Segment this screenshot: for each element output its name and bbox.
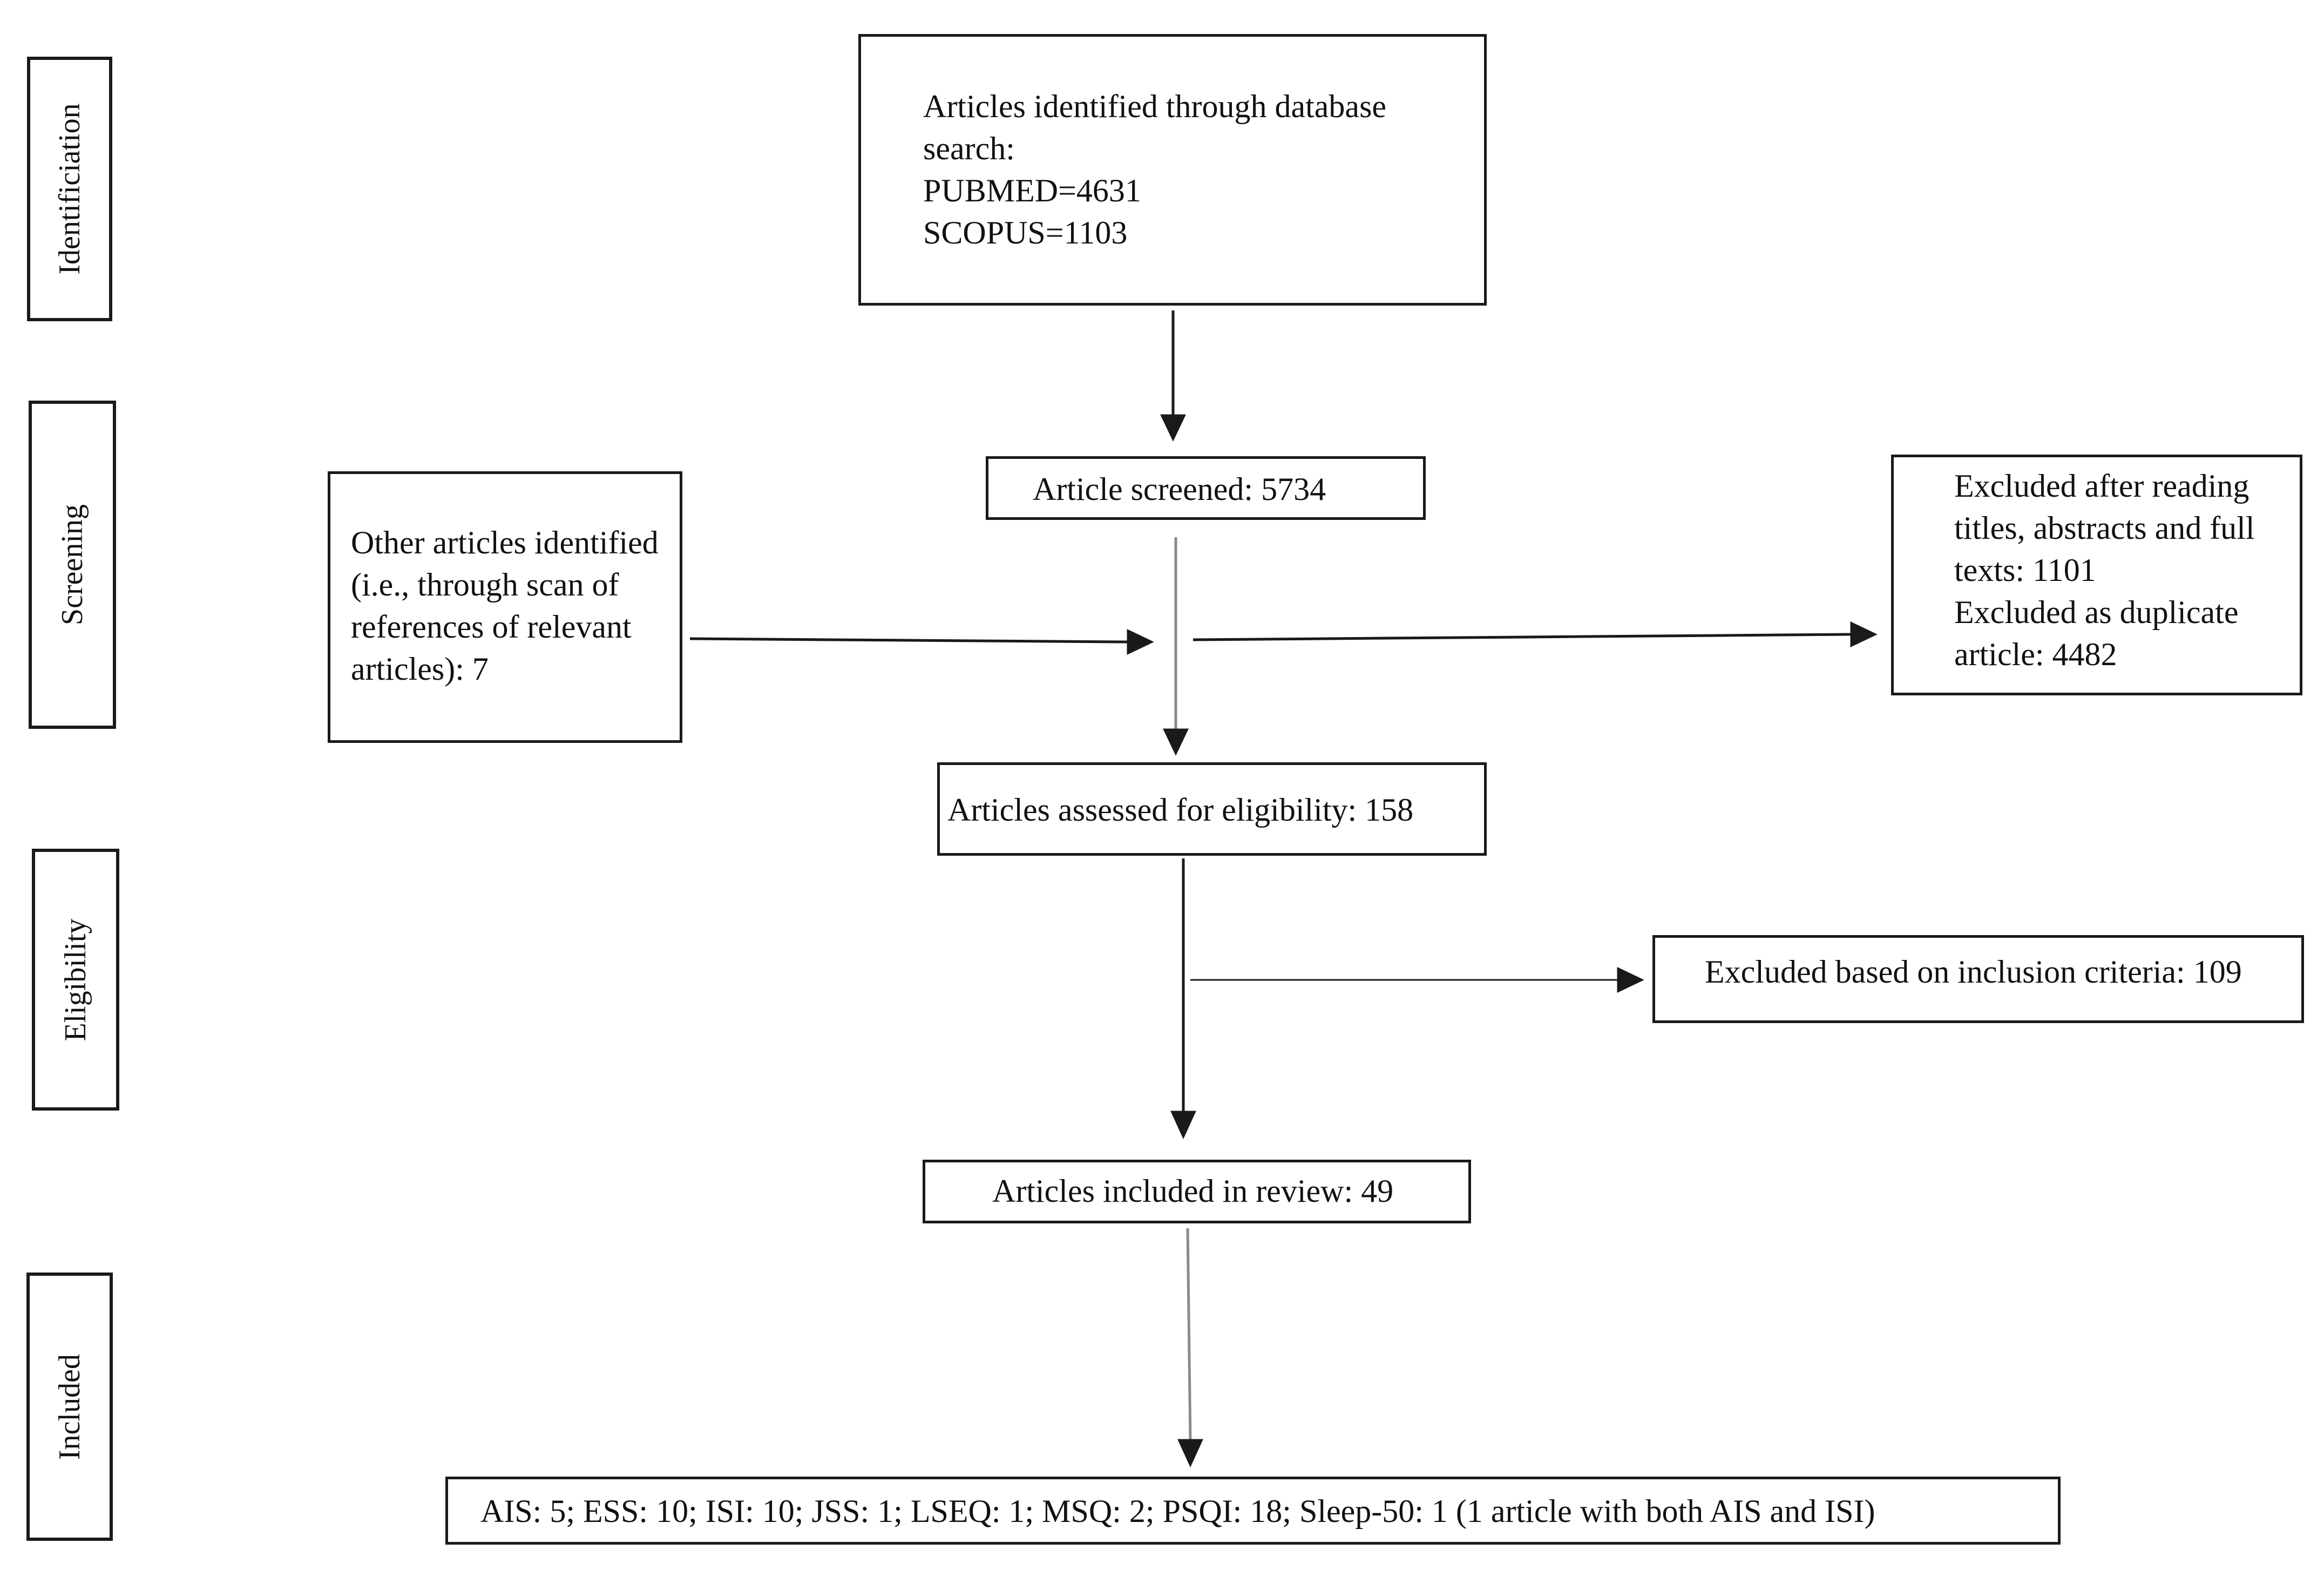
- text-line: Excluded based on inclusion criteria: 10…: [1705, 954, 2242, 990]
- screened-text: Article screened: 5734: [1033, 468, 1326, 510]
- text-line: AIS: 5; ESS: 10; ISI: 10; JSS: 1; LSEQ: …: [480, 1493, 1875, 1529]
- included-review-text: Articles included in review: 49: [992, 1170, 1393, 1212]
- text-line: SCOPUS=1103: [923, 215, 1128, 251]
- arrowhead-icon: [1163, 728, 1189, 756]
- arrowhead-icon: [1127, 629, 1154, 655]
- eligibility-box: Articles assessed for eligibility: 158: [937, 762, 1487, 856]
- instruments-box: AIS: 5; ESS: 10; ISI: 10; JSS: 1; LSEQ: …: [445, 1477, 2061, 1545]
- instruments-text: AIS: 5; ESS: 10; ISI: 10; JSS: 1; LSEQ: …: [480, 1490, 1875, 1532]
- text-line: Articles identified through database: [923, 89, 1387, 124]
- arrowhead-icon: [1177, 1439, 1203, 1468]
- arrowhead-icon: [1850, 621, 1878, 647]
- text-line: Excluded as duplicate: [1954, 594, 2239, 630]
- other-articles-box: Other articles identified (i.e., through…: [328, 471, 682, 743]
- text-line: Excluded after reading: [1954, 468, 2250, 504]
- stage-eligibility: Eligibility: [32, 849, 119, 1111]
- text-line: (i.e., through scan of: [351, 567, 619, 603]
- text-line: titles, abstracts and full: [1954, 510, 2255, 546]
- text-line: Article screened: 5734: [1033, 471, 1326, 507]
- excluded-inclusion-box: Excluded based on inclusion criteria: 10…: [1652, 935, 2304, 1023]
- text-line: PUBMED=4631: [923, 173, 1141, 208]
- text-line: texts: 1101: [1954, 552, 2096, 588]
- arrowhead-icon: [1160, 414, 1186, 442]
- text-line: Articles included in review: 49: [992, 1173, 1394, 1209]
- arrow-included-to-instruments: [1186, 1228, 1192, 1441]
- text-line: article: 4482: [1954, 637, 2117, 672]
- arrow-other-to-main: [689, 637, 1129, 644]
- stage-screening: Screening: [29, 401, 116, 729]
- eligibility-text: Articles assessed for eligibility: 158: [947, 789, 1413, 831]
- included-review-box: Articles included in review: 49: [923, 1160, 1471, 1223]
- text-line: articles): 7: [351, 651, 489, 687]
- text-line: references of relevant: [351, 609, 632, 645]
- excluded-screening-text: Excluded after reading titles, abstracts…: [1954, 465, 2255, 675]
- excluded-screening-box: Excluded after reading titles, abstracts…: [1891, 455, 2302, 695]
- stage-identification: Identificiation: [27, 57, 112, 321]
- text-line: search:: [923, 131, 1015, 166]
- arrowhead-icon: [1170, 1111, 1196, 1140]
- text-line: Articles assessed for eligibility: 158: [947, 792, 1414, 828]
- database-search-box: Articles identified through database sea…: [858, 34, 1487, 306]
- text-line: Other articles identified: [351, 525, 659, 560]
- database-search-text: Articles identified through database sea…: [923, 85, 1386, 254]
- other-articles-text: Other articles identified (i.e., through…: [351, 522, 659, 690]
- screened-box: Article screened: 5734: [986, 456, 1426, 520]
- excluded-inclusion-text: Excluded based on inclusion criteria: 10…: [1705, 951, 2242, 993]
- arrow-main-to-excluded: [1193, 633, 1852, 641]
- arrowhead-icon: [1617, 967, 1644, 993]
- stage-included: Included: [26, 1273, 113, 1541]
